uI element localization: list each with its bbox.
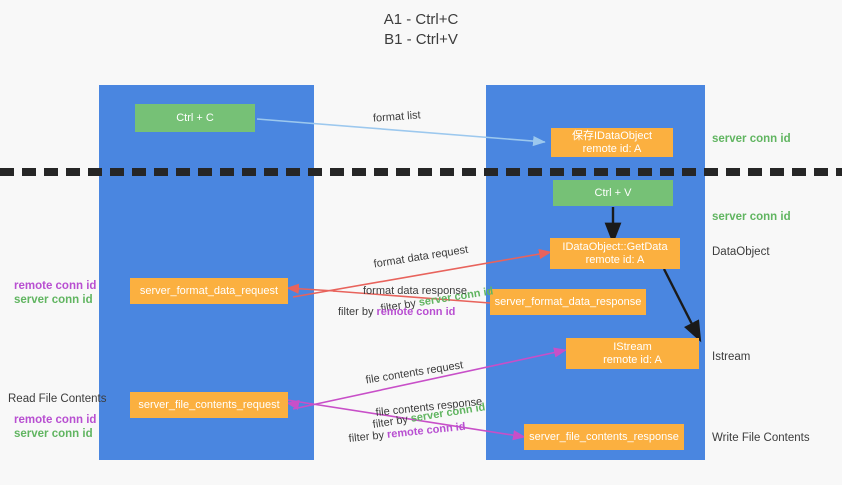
node-ctrl-v[interactable]: Ctrl + V [553,180,673,206]
filter-value-remote-conn-id: remote conn id [376,306,456,318]
annotation-server-conn-id-second: server conn id [712,211,791,223]
filter-prefix: filter by [338,306,377,318]
edge-label-format-data-response: format data response [363,285,467,297]
annotation-file-remote-conn-id: remote conn id [14,414,97,426]
edge-label-format-data-request-text: format data request [372,243,469,271]
edge-label-file-contents-request-text: file contents request [364,359,464,387]
page-title: A1 - Ctrl+C B1 - Ctrl+V [383,11,459,48]
annotation-write-file-contents: Write File Contents [712,432,810,444]
node-idataobject-getdata[interactable]: IDataObject::GetData remote id: A [550,238,680,269]
annotation-file-server-conn-id: server conn id [14,428,93,440]
annotation-format-remote-conn-id: remote conn id [14,280,97,292]
annotation-dataobject: DataObject [712,246,770,258]
node-save-idataobject[interactable]: 保存IDataObject remote id: A [551,128,673,157]
annotation-server-conn-id-top: server conn id [712,133,791,145]
annotation-format-server-conn-id: server conn id [14,294,93,306]
node-server-file-contents-response[interactable]: server_file_contents_response [524,424,684,450]
edge-label-format-list: format list [372,109,422,125]
node-istream[interactable]: IStream remote id: A [566,338,699,369]
annotation-istream: Istream [712,351,751,363]
node-server-format-data-response[interactable]: server_format_data_response [490,289,646,315]
filter-prefix: filter by [348,428,388,445]
dashed-divider [0,168,842,176]
node-ctrl-c[interactable]: Ctrl + C [135,104,255,132]
annotation-read-file-contents: Read File Contents [8,393,107,405]
edge-label-format-data-request: format data request filter by server con… [368,210,499,346]
edge-label-format-data-response-filter: filter by remote conn id [338,305,455,320]
node-server-format-data-request[interactable]: server_format_data_request [130,278,288,304]
node-server-file-contents-request[interactable]: server_file_contents_request [130,392,288,418]
